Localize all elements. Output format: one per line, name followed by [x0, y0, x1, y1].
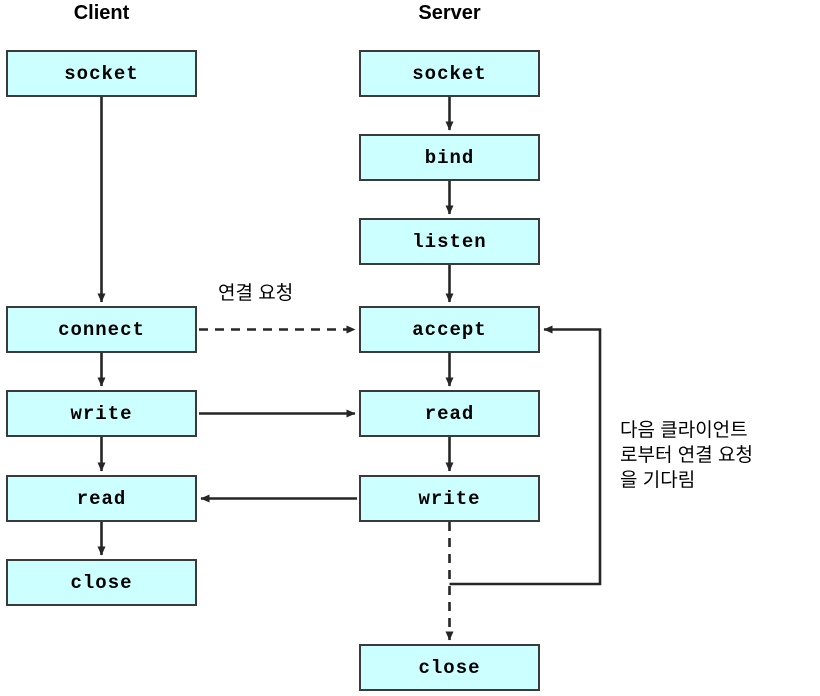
node-label: connect [58, 318, 145, 341]
edge-loop-back-to-accept [449, 325, 602, 586]
node-label: socket [412, 62, 487, 85]
node-server-close[interactable]: close [359, 644, 540, 691]
node-label: close [418, 656, 481, 679]
note-line-1: 다음 클라이언트 [620, 420, 748, 441]
node-server-bind[interactable]: bind [359, 134, 540, 181]
note-line-3: 을 기다림 [620, 470, 696, 491]
node-client-read[interactable]: read [6, 475, 197, 522]
node-server-write[interactable]: write [359, 475, 540, 522]
node-label: read [424, 402, 475, 425]
node-client-connect[interactable]: connect [6, 306, 197, 353]
node-label: read [76, 487, 127, 510]
note-wait-next-client: 다음 클라이언트 로부터 연결 요청 을 기다림 [620, 418, 820, 493]
server-column-title: Server [418, 2, 481, 24]
node-label: accept [412, 318, 487, 341]
node-server-accept[interactable]: accept [359, 306, 540, 353]
node-label: listen [412, 230, 487, 253]
client-column-title: Client [73, 2, 130, 24]
node-label: socket [64, 62, 139, 85]
node-server-listen[interactable]: listen [359, 218, 540, 265]
node-label: write [418, 487, 481, 510]
note-line-2: 로부터 연결 요청 [620, 445, 753, 466]
node-server-read[interactable]: read [359, 390, 540, 437]
node-label: bind [424, 146, 475, 169]
label-connection-request: 연결 요청 [218, 283, 294, 304]
node-label: write [70, 402, 133, 425]
node-server-socket[interactable]: socket [359, 50, 540, 97]
node-client-socket[interactable]: socket [6, 50, 197, 97]
node-label: close [70, 571, 133, 594]
node-client-close[interactable]: close [6, 559, 197, 606]
node-client-write[interactable]: write [6, 390, 197, 437]
